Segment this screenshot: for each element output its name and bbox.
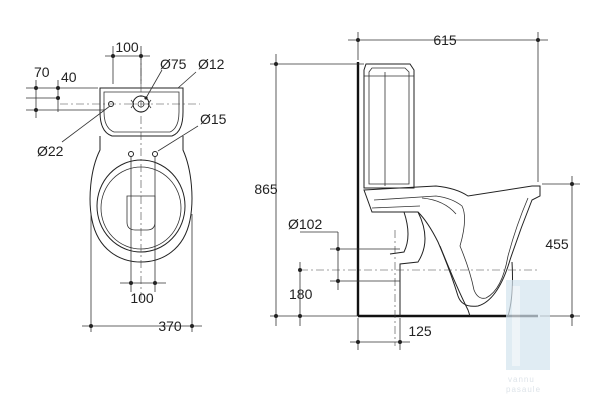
- dim-label-bottom-100: 100: [130, 290, 154, 306]
- dim-tick: [536, 38, 540, 42]
- leader-tip: [144, 96, 148, 100]
- dim-tick: [356, 340, 360, 344]
- dim-label-370: 370: [158, 318, 182, 334]
- dim-tick: [336, 247, 340, 251]
- dim-tick: [298, 314, 302, 318]
- dim-tick: [336, 279, 340, 283]
- top-view: 100 Ø75 Ø12 70 40 Ø22 Ø15 100: [26, 39, 227, 334]
- cistern-inner: [368, 67, 410, 185]
- watermark: vannu pasaule: [506, 280, 550, 394]
- leader-d22: [61, 105, 111, 143]
- dim-label-40: 40: [61, 69, 77, 85]
- dim-tick: [153, 281, 157, 285]
- dim-tick: [356, 38, 360, 42]
- seat-outer: [96, 159, 186, 253]
- trapway: [389, 211, 426, 316]
- cistern-outline: [363, 63, 415, 189]
- watermark-bar-highlight: [512, 286, 520, 366]
- dim-tick: [111, 54, 115, 58]
- dim-tick: [570, 182, 574, 186]
- dim-tick: [34, 86, 38, 90]
- dim-label-125: 125: [408, 323, 432, 339]
- dim-label-615: 615: [433, 32, 457, 48]
- dim-tick: [398, 340, 402, 344]
- tank-top-outline: [99, 87, 184, 137]
- dim-tick: [570, 314, 574, 318]
- watermark-line1: vannu: [508, 375, 535, 384]
- bowl-inner: [373, 195, 529, 299]
- dim-tick: [56, 86, 60, 90]
- dim-tick: [56, 96, 60, 100]
- dim-label-d12: Ø12: [198, 56, 225, 72]
- dim-label-d75: Ø75: [160, 56, 187, 72]
- dim-label-d15: Ø15: [200, 111, 227, 127]
- dim-label-455: 455: [545, 236, 569, 252]
- dim-tick: [298, 268, 302, 272]
- dim-label-d22: Ø22: [37, 143, 64, 159]
- dim-tick: [274, 62, 278, 66]
- leader-d15: [157, 125, 199, 152]
- tank-inner-outline: [103, 91, 180, 133]
- leader-d75: [145, 69, 163, 99]
- dim-tick: [139, 54, 143, 58]
- dim-tick: [89, 324, 93, 328]
- fixing-hole-right: [152, 151, 158, 157]
- watermark-line2: pasaule: [506, 385, 541, 394]
- dim-label-d102: Ø102: [288, 216, 322, 232]
- dim-tick: [129, 281, 133, 285]
- dim-label-180: 180: [289, 286, 313, 302]
- leader-d12: [177, 71, 197, 89]
- dim-tick: [190, 324, 194, 328]
- dim-tick: [274, 314, 278, 318]
- bowl-detail: [371, 197, 457, 215]
- fixing-hole-left: [128, 151, 134, 157]
- dim-tick: [34, 108, 38, 112]
- dim-label-70: 70: [34, 64, 50, 80]
- bowl-rim: [363, 185, 541, 307]
- dim-label-top-100: 100: [115, 39, 139, 55]
- dim-label-865: 865: [254, 181, 278, 197]
